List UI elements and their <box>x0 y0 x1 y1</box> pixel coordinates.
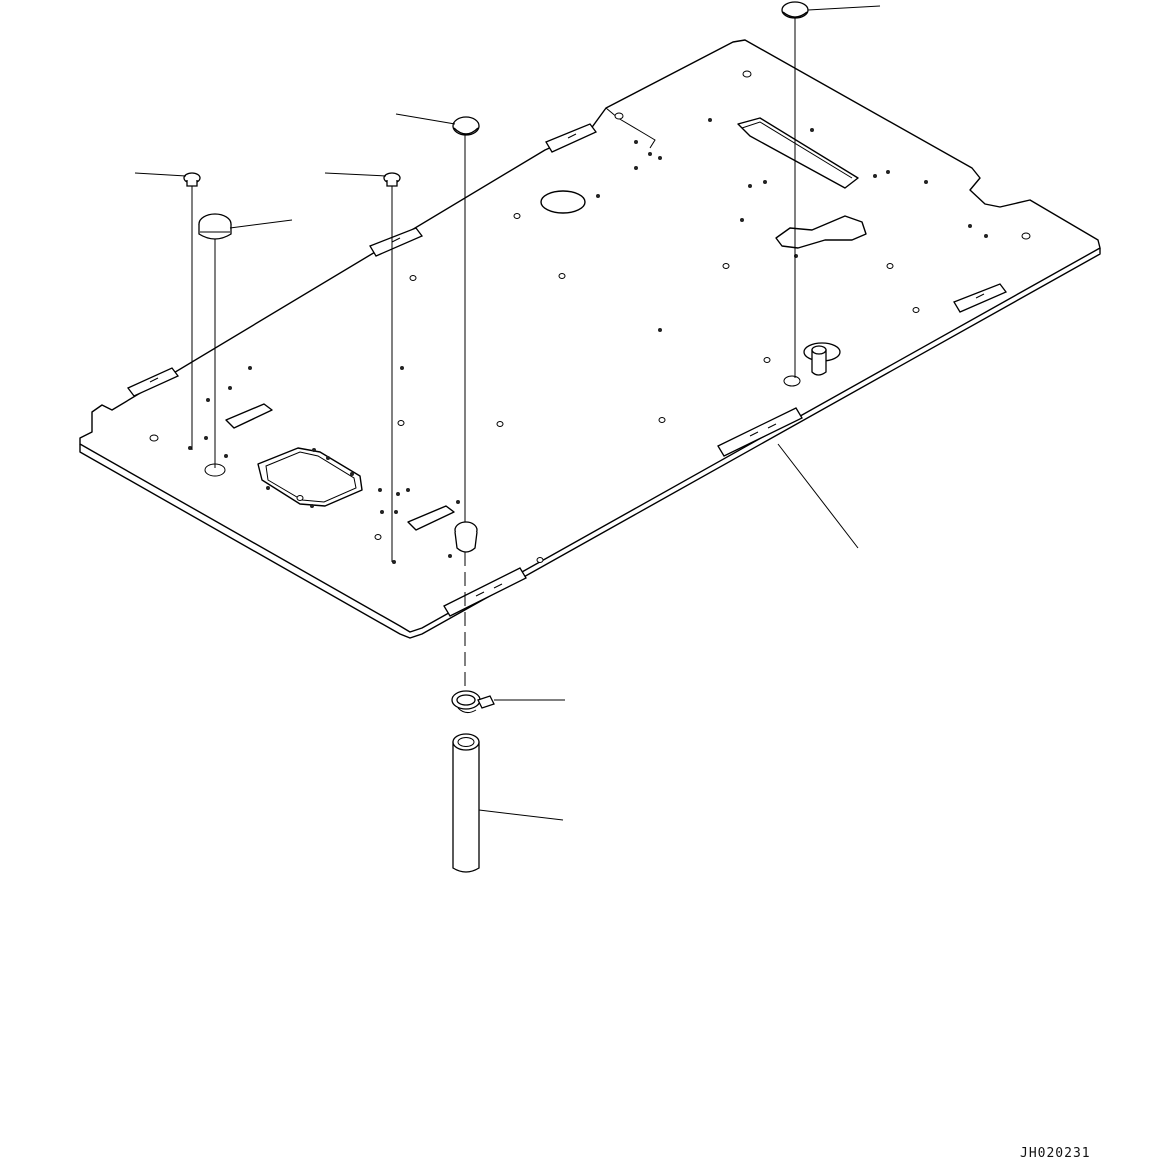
floor-plate-slot-small-2 <box>407 505 455 531</box>
floor-plate-clips <box>126 123 1008 617</box>
floor-plate <box>79 39 1101 639</box>
floor-plate-slot-curved <box>775 215 867 249</box>
floor-plate-slot-small-1 <box>225 403 273 429</box>
exploded-parts <box>183 1 809 873</box>
plug-cap-center <box>452 116 480 136</box>
hose-grommet <box>454 521 478 553</box>
floor-plate-boss <box>803 342 841 376</box>
floor-plate-notch <box>605 107 656 149</box>
drawing-id-code: JH020231 <box>1020 1146 1091 1161</box>
grommet-small-left <box>183 172 201 187</box>
hose-clamp <box>451 690 495 714</box>
floor-plate-edge <box>79 248 1101 639</box>
floor-plate-round-opening <box>540 190 586 214</box>
floor-plate-slot-large <box>737 117 859 189</box>
plug-cap-large <box>198 213 232 240</box>
floor-plate-square-opening <box>257 447 363 507</box>
drain-hose <box>452 733 480 873</box>
grommet-small-middle <box>383 172 401 187</box>
floor-plate-hole <box>783 375 801 387</box>
floor-plate-outline <box>79 39 1101 633</box>
leader-lines <box>134 5 881 821</box>
plug-cap-top-right <box>781 1 809 19</box>
floor-plate-fastener-dots <box>188 118 988 564</box>
